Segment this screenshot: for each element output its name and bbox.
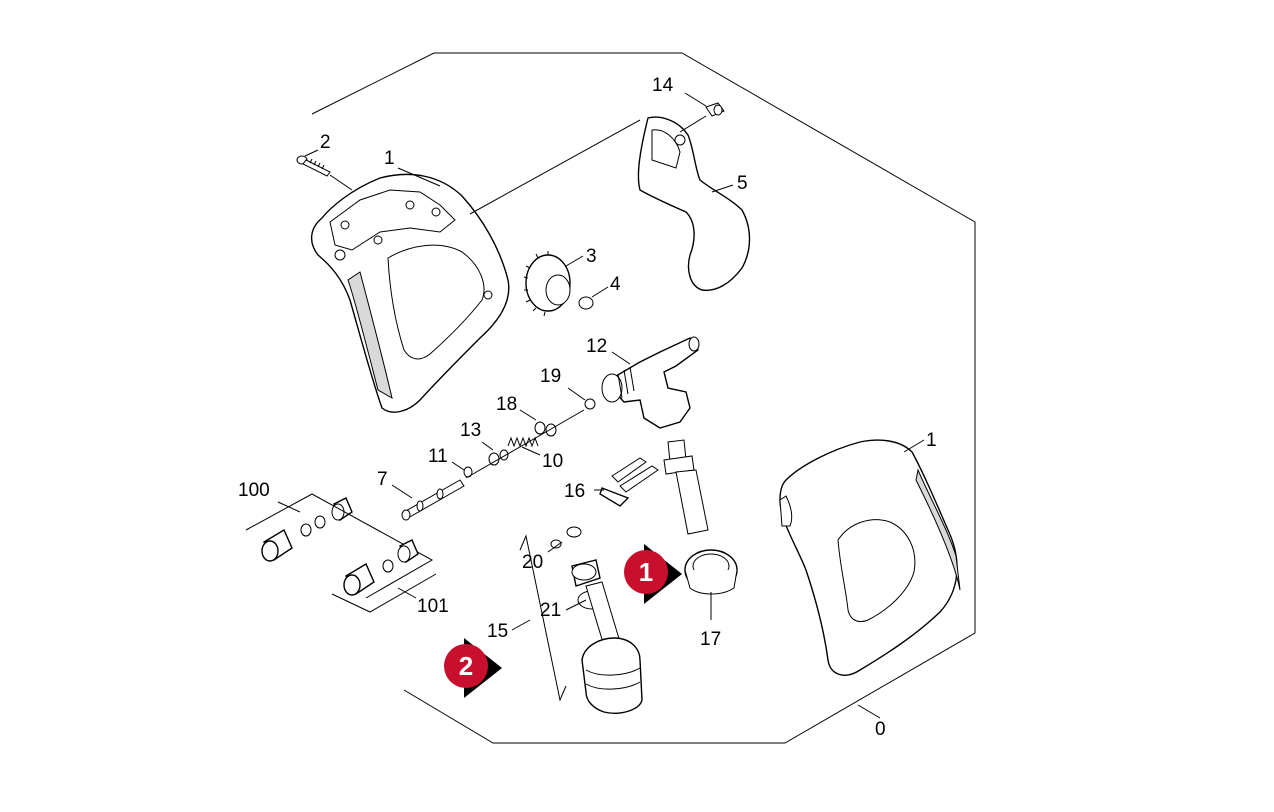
label-10: 10 bbox=[542, 451, 563, 472]
marker-2-disc bbox=[444, 644, 488, 688]
bracket-15 bbox=[519, 534, 567, 702]
kit-100 bbox=[261, 497, 353, 562]
leader-1-to-5 bbox=[469, 119, 641, 215]
label-1b: 1 bbox=[926, 430, 937, 451]
leader-3 bbox=[565, 255, 584, 267]
label-12: 12 bbox=[586, 336, 607, 357]
leader-4 bbox=[591, 286, 609, 298]
union-nut bbox=[684, 549, 738, 595]
leader-1b bbox=[903, 439, 925, 453]
o-ring-19 bbox=[584, 398, 596, 410]
o-ring-4 bbox=[578, 296, 594, 310]
pin bbox=[705, 102, 725, 117]
leader-5 bbox=[711, 184, 734, 193]
label-13: 13 bbox=[460, 420, 481, 441]
label-19: 19 bbox=[540, 366, 561, 387]
leader-2b bbox=[329, 174, 353, 191]
label-21: 21 bbox=[540, 600, 561, 621]
leader-11 bbox=[451, 461, 465, 471]
seal-18 bbox=[534, 421, 557, 437]
leader-100 bbox=[277, 501, 301, 513]
axis-line bbox=[465, 409, 585, 479]
screw bbox=[296, 155, 331, 177]
label-17: 17 bbox=[700, 629, 721, 650]
marker-2-number: 2 bbox=[459, 651, 473, 681]
label-15: 15 bbox=[487, 621, 508, 642]
clip bbox=[599, 457, 659, 507]
leader-14b bbox=[679, 115, 707, 133]
assembly-frame-outline bbox=[311, 52, 976, 744]
label-2: 2 bbox=[320, 132, 331, 153]
label-101: 101 bbox=[417, 596, 449, 617]
bracket-101 bbox=[331, 573, 437, 613]
bracket-100 bbox=[245, 493, 434, 599]
leader-14 bbox=[684, 92, 707, 107]
label-20: 20 bbox=[522, 552, 543, 573]
label-0: 0 bbox=[875, 719, 886, 740]
label-18: 18 bbox=[496, 394, 517, 415]
label-1a: 1 bbox=[384, 148, 395, 169]
adjusting-wheel bbox=[523, 251, 571, 317]
leader-20 bbox=[547, 541, 563, 553]
marker-2: 2 bbox=[444, 638, 502, 698]
valve-body bbox=[601, 336, 700, 429]
trigger bbox=[637, 116, 751, 291]
leader-19 bbox=[567, 387, 586, 401]
nozzle-tube bbox=[663, 439, 709, 535]
leader-21 bbox=[565, 599, 587, 611]
leader-18 bbox=[519, 409, 537, 421]
label-16: 16 bbox=[564, 481, 585, 502]
handle-half-right bbox=[779, 439, 961, 676]
leader-2 bbox=[304, 149, 319, 157]
leader-1a bbox=[397, 167, 441, 187]
valve-stem bbox=[401, 479, 465, 521]
leader-15 bbox=[511, 619, 531, 631]
leader-0 bbox=[857, 704, 881, 719]
label-100: 100 bbox=[238, 480, 270, 501]
leader-10 bbox=[521, 446, 541, 456]
label-3: 3 bbox=[586, 246, 597, 267]
marker-1-number: 1 bbox=[639, 557, 653, 587]
label-7: 7 bbox=[377, 469, 388, 490]
label-14: 14 bbox=[652, 75, 674, 96]
leader-13 bbox=[481, 441, 494, 451]
leader-12 bbox=[611, 351, 631, 365]
label-5: 5 bbox=[737, 173, 748, 194]
handle-half-left bbox=[311, 173, 510, 413]
kit-101 bbox=[343, 539, 419, 596]
leader-7 bbox=[391, 484, 413, 499]
leader-101 bbox=[397, 587, 417, 599]
label-4: 4 bbox=[610, 274, 621, 295]
spring bbox=[507, 436, 539, 448]
lance-connector bbox=[550, 526, 643, 714]
marker-1-disc bbox=[624, 550, 668, 594]
label-11: 11 bbox=[428, 446, 448, 467]
marker-1: 1 bbox=[624, 544, 682, 604]
